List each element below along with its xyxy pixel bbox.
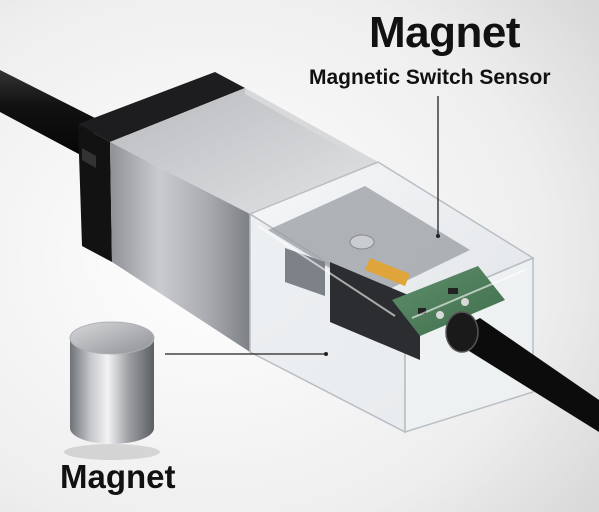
pcb	[392, 266, 505, 336]
title-label: Magnet	[369, 8, 521, 57]
cable-left	[0, 70, 95, 160]
magnet-label: Magnet	[60, 458, 176, 495]
end-cap	[78, 72, 245, 142]
housing-front	[110, 142, 250, 352]
cylinder-magnet	[64, 321, 160, 460]
housing-top	[110, 88, 378, 214]
cable-right	[445, 318, 599, 432]
subtitle-label: Magnetic Switch Sensor	[309, 66, 551, 89]
